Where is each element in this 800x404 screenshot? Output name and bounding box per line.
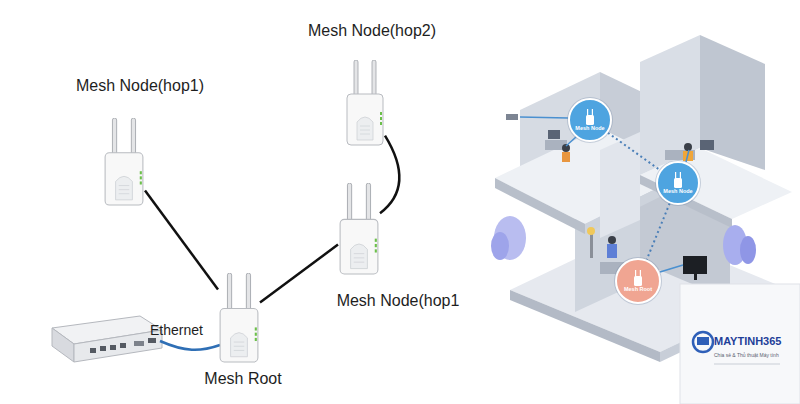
logo-text: MAYTINH365 xyxy=(714,335,781,347)
mesh-link xyxy=(380,136,399,214)
access-point-icon xyxy=(103,118,145,206)
mesh-link xyxy=(260,245,338,303)
mesh-node-circle: Mesh Root xyxy=(615,258,661,304)
access-point-icon xyxy=(673,172,683,188)
access-point-icon xyxy=(633,270,643,286)
node-label: Mesh Node xyxy=(663,188,692,195)
logo-text: Chia sẻ & Thủ thuật Máy tính xyxy=(714,352,779,358)
router-device xyxy=(52,316,162,362)
access-point-icon xyxy=(218,273,260,363)
access-point-node: Mesh Node(hop1) xyxy=(103,118,145,206)
access-point-icon xyxy=(585,109,595,125)
node-label: Mesh Node(hop2) xyxy=(262,22,482,40)
access-point-node: Mesh Node(hop1 xyxy=(338,183,380,275)
access-point-icon xyxy=(345,60,385,146)
node-label: Mesh Node(hop1) xyxy=(30,77,250,95)
logo-watermark xyxy=(680,284,800,404)
ethernet-cable xyxy=(160,341,220,350)
access-point-icon xyxy=(338,183,380,275)
node-label: Mesh Node(hop1 xyxy=(288,292,508,310)
mesh-node-circle: Mesh Node xyxy=(568,98,612,142)
node-label: Mesh Node xyxy=(575,125,604,132)
mesh-node-circle: Mesh Node xyxy=(656,161,700,205)
access-point-node: Mesh Node(hop2) xyxy=(345,60,385,146)
mesh-link xyxy=(145,190,218,289)
cable-label: Ethernet xyxy=(150,322,203,338)
access-point-node: Mesh Root xyxy=(218,273,260,363)
wireless-link xyxy=(608,133,660,170)
wireless-link xyxy=(647,203,670,259)
node-label: Mesh Root xyxy=(133,370,353,388)
node-label: Mesh Root xyxy=(624,286,652,293)
